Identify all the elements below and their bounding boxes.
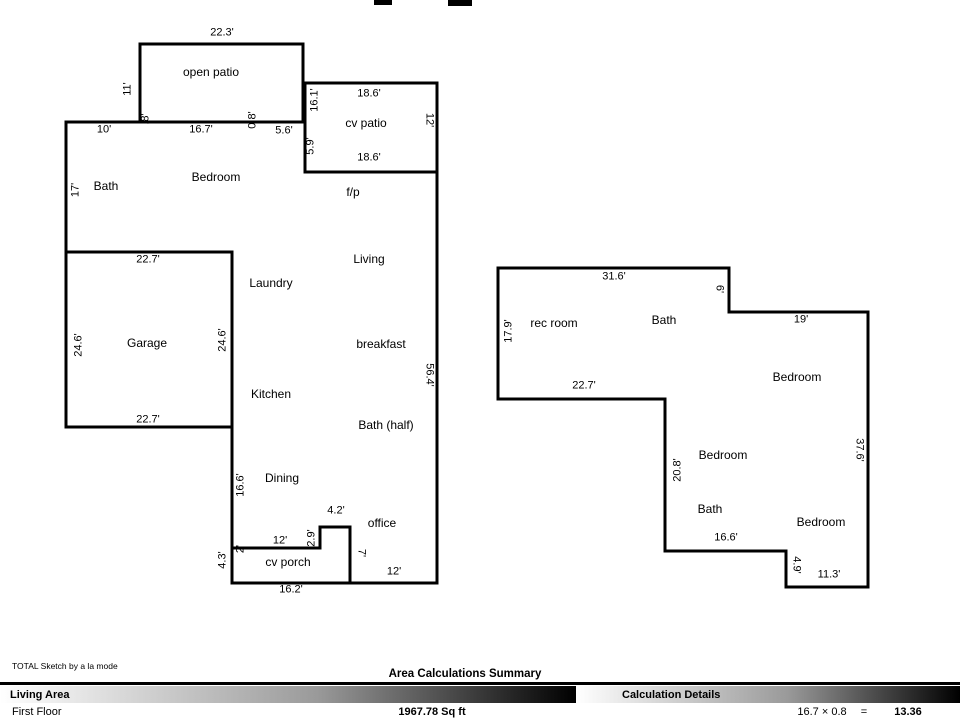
dim-patio-left: 11'	[121, 82, 134, 96]
room-label-bedroom-center: Bedroom	[698, 448, 748, 462]
room-label-bath-half: Bath (half)	[358, 418, 414, 432]
room-label-rec-room: rec room	[530, 316, 578, 330]
dim-sf-bottom-right: 11.3'	[817, 568, 841, 581]
dim-cvpatio-left-lower: 5.9'	[304, 137, 317, 155]
dim-garage-top: 22.7'	[136, 253, 160, 266]
dim-cvpatio-left-upper: 16.1'	[308, 88, 321, 112]
room-label-bedroom: Bedroom	[191, 170, 241, 184]
first-floor-outline	[64, 120, 439, 585]
dim-cvpatio-top: 18.6'	[357, 87, 381, 100]
summary-row-area: 1967.78 Sq ft	[398, 706, 466, 718]
dim-garage-right: 24.6'	[216, 328, 229, 352]
calculation-details-header-cell: Calculation Details	[576, 686, 960, 703]
dim-sf-right: 37.6'	[853, 438, 866, 462]
summary-divider	[0, 682, 960, 685]
open-patio-outline	[138, 42, 305, 124]
room-label-dining: Dining	[264, 471, 300, 485]
dim-top-mid: 16.7'	[189, 123, 213, 136]
dim-sf-mid: 22.7'	[572, 379, 596, 392]
dim-office-step: 2.9'	[305, 529, 318, 547]
garage-outline	[64, 250, 234, 429]
room-label-bedroom-bottom: Bedroom	[796, 515, 846, 529]
room-label-bath-upper: Bath	[651, 313, 677, 327]
dim-top-left: 10'	[96, 123, 112, 136]
dim-patio-top: 22.3'	[210, 26, 234, 39]
summary-row-label: First Floor	[12, 706, 62, 718]
dim-sf-top: 31.6'	[602, 270, 626, 283]
room-label-laundry: Laundry	[249, 276, 293, 290]
summary-row-expression: 16.7 × 0.8	[797, 706, 847, 718]
room-label-open-patio: open patio	[182, 65, 240, 79]
dim-porch-bottom: 16.2'	[279, 583, 303, 596]
summary-row-result: 13.36	[894, 706, 922, 718]
cv-porch-outline	[230, 525, 352, 585]
dim-porch-step: 2'	[234, 544, 247, 554]
room-label-cv-porch: cv porch	[265, 555, 311, 569]
dim-office-left: 7'	[355, 548, 368, 558]
room-label-bedroom-right: Bedroom	[772, 370, 822, 384]
dim-right-wall: 56.4'	[423, 363, 436, 387]
dim-cvpatio-right: 12'	[423, 112, 436, 128]
room-label-living: Living	[353, 252, 385, 266]
dim-sf-left: 17.9'	[502, 319, 515, 343]
room-label-office: office	[367, 516, 397, 530]
dim-sf-upper-right: 19'	[793, 313, 809, 326]
dim-top-jog-left: .8'	[139, 113, 152, 125]
living-area-header-cell: Living Area	[0, 686, 576, 703]
dim-top-right: 5.6'	[275, 124, 293, 137]
cropped-title-fragment	[448, 0, 472, 6]
dim-office-top: 4.2'	[327, 504, 345, 517]
dim-garage-bottom: 22.7'	[136, 413, 160, 426]
dim-dining-left: 16.6'	[234, 473, 247, 497]
room-label-fireplace: f/p	[346, 185, 360, 199]
room-label-garage: Garage	[126, 336, 168, 350]
room-label-bath: Bath	[93, 179, 119, 193]
living-area-header: Living Area	[10, 688, 70, 701]
dim-sf-center-left: 20.8'	[671, 458, 684, 482]
attribution-text: TOTAL Sketch by a la mode	[12, 661, 118, 671]
dim-cvpatio-bottom: 18.6'	[357, 151, 381, 164]
dim-sf-bottom-step: 4.9'	[790, 556, 803, 574]
dim-top-jog-right: 0.8'	[246, 111, 259, 129]
room-label-breakfast: breakfast	[356, 337, 406, 351]
dim-porch-top: 12'	[272, 534, 288, 547]
summary-row-equals: =	[860, 706, 868, 718]
dim-garage-left: 24.6'	[72, 333, 85, 357]
dim-porch-left: 4.3'	[216, 551, 229, 569]
dim-sf-bottom-mid: 16.6'	[714, 531, 738, 544]
room-label-cv-patio: cv patio	[345, 116, 387, 130]
summary-title: Area Calculations Summary	[388, 668, 542, 680]
dim-sf-step-right: 6'	[713, 284, 726, 294]
dim-office-bottom: 12'	[386, 565, 402, 578]
calculation-details-header: Calculation Details	[622, 688, 721, 701]
dim-bath-left: 17'	[69, 182, 82, 198]
room-label-kitchen: Kitchen	[250, 387, 292, 401]
room-label-bath-lower: Bath	[697, 502, 723, 516]
summary-header-band: Living Area Calculation Details	[0, 686, 960, 703]
cropped-title-fragment	[374, 0, 392, 5]
second-floor-outline	[496, 266, 870, 589]
